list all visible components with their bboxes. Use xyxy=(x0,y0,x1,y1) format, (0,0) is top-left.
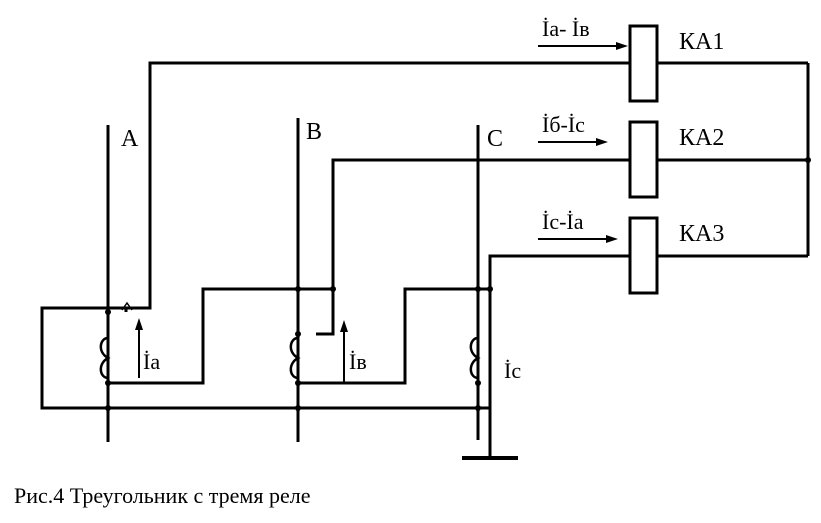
ka3-current-label: İс-İa xyxy=(542,209,584,234)
ct-b-arrowhead xyxy=(340,320,348,332)
ct-a-winding xyxy=(99,336,111,380)
ka2-arrowhead xyxy=(596,138,608,146)
junction-dot xyxy=(105,405,111,411)
ct-b-current-label: İв xyxy=(349,349,367,374)
relay-ka1-coil xyxy=(628,24,659,103)
wire-ct-a-to-ct-b xyxy=(110,287,333,385)
junction-dot xyxy=(295,380,301,386)
junction-dot xyxy=(487,286,493,292)
ct-a-polarity-mark xyxy=(121,301,133,311)
junction-dot xyxy=(295,331,301,337)
junction-dot xyxy=(475,380,481,386)
relay-ka1-label: КА1 xyxy=(679,29,724,55)
ka1-current-label: İa- İв xyxy=(542,16,590,41)
wire-ct-b-to-ct-c xyxy=(300,287,490,385)
relay-ka2-coil xyxy=(628,120,659,199)
ct-c-winding xyxy=(469,336,481,380)
relay-ka3-coil xyxy=(628,216,659,295)
wire-ct-c-to-ka3 xyxy=(488,254,630,408)
wire-ct-b-to-ka2 xyxy=(316,158,630,336)
ka1-arrowhead xyxy=(616,42,628,50)
phase-c-label: C xyxy=(487,126,503,152)
junction-dot xyxy=(475,405,481,411)
return-bus xyxy=(40,306,490,410)
junction-dot xyxy=(105,380,111,386)
figure-caption: Рис.4 Треугольник с тремя реле xyxy=(14,483,311,508)
wire-ct-a-to-ka1 xyxy=(124,61,630,312)
ct-b-winding xyxy=(289,336,301,380)
junction-dot xyxy=(330,286,336,292)
ct-a-arrowhead xyxy=(135,318,143,330)
phase-b-label: B xyxy=(306,119,322,145)
junction-dot xyxy=(295,286,301,292)
junction-dot xyxy=(105,309,111,315)
relay-ka3-label: КА3 xyxy=(679,221,724,247)
ct-c-current-label: İс xyxy=(504,358,521,383)
ka2-current-label: İб-İс xyxy=(542,112,585,137)
phase-a-label: A xyxy=(121,126,139,152)
relay-ka2-label: КА2 xyxy=(679,125,724,151)
junction-dot xyxy=(475,286,481,292)
junction-dot xyxy=(295,405,301,411)
ct-a-current-label: İa xyxy=(143,349,160,374)
ka3-arrowhead xyxy=(606,235,618,243)
junction-dot xyxy=(805,157,811,163)
